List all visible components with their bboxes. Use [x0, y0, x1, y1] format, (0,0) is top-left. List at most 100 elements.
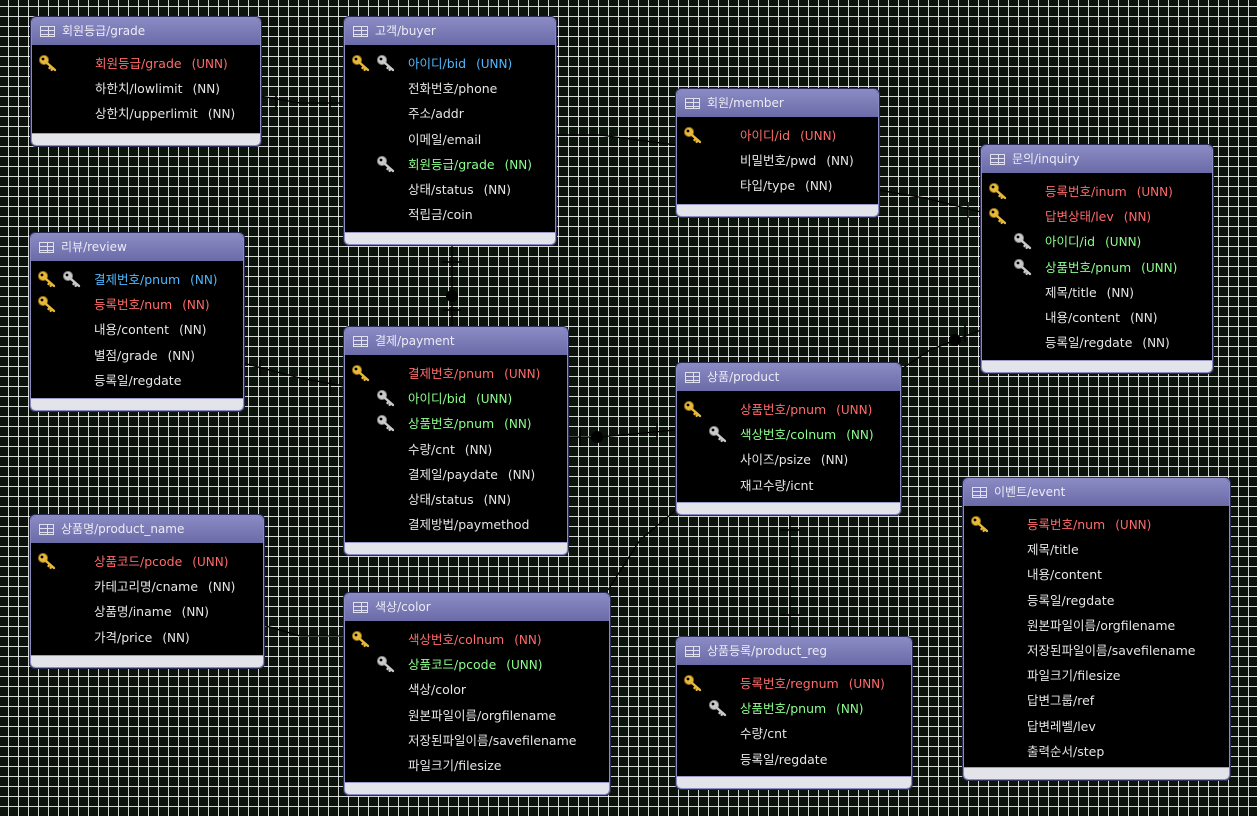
column-row[interactable]: 색상/color [345, 677, 609, 702]
column-name: 저장된파일이름/savefilename [1027, 642, 1196, 658]
key-indicators [988, 305, 1038, 330]
entity-color[interactable]: 색상/color 색상번호/colnum(NN)상품코드/pcode(UNN)색… [344, 593, 610, 795]
column-row[interactable]: 등록일/regdate [677, 747, 911, 772]
column-row[interactable]: 내용/content [964, 562, 1229, 587]
column-row[interactable]: 이메일/email [345, 127, 555, 152]
column-row[interactable]: 하한치/lowlimit(NN) [32, 76, 260, 101]
entity-inquiry[interactable]: 문의/inquiry 등록번호/inum(UNN)답변상태/lev(NN)아이디… [981, 145, 1213, 373]
table-icon [685, 646, 700, 657]
column-row[interactable]: 결제번호/pnum(NN) [31, 267, 243, 292]
column-row[interactable]: 사이즈/psize(NN) [677, 447, 900, 472]
column-row[interactable]: 결제번호/pnum(UNN) [345, 361, 567, 386]
column-row[interactable]: 수량/cnt(NN) [345, 437, 567, 462]
column-row[interactable]: 비밀번호/pwd(NN) [677, 148, 878, 173]
column-row[interactable]: 상품번호/pnum(UNN) [982, 255, 1212, 280]
column-row[interactable]: 상품번호/pnum(UNN) [677, 397, 900, 422]
column-row[interactable]: 등록번호/inum(UNN) [982, 179, 1212, 204]
column-row[interactable]: 등록번호/num(UNN) [964, 512, 1229, 537]
column-row[interactable]: 상태/status(NN) [345, 177, 555, 202]
column-row[interactable]: 내용/content(NN) [31, 317, 243, 342]
column-row[interactable]: 저장된파일이름/savefilename [964, 638, 1229, 663]
column-row[interactable]: 결제방법/paymethod [345, 512, 567, 537]
column-row[interactable]: 아이디/bid(UNN) [345, 51, 555, 76]
column-row[interactable]: 상품코드/pcode(UNN) [345, 652, 609, 677]
entity-payment-header[interactable]: 결제/payment [345, 328, 567, 355]
column-row[interactable]: 상태/status(NN) [345, 487, 567, 512]
column-row[interactable]: 저장된파일이름/savefilename [345, 728, 609, 753]
column-row[interactable]: 타입/type(NN) [677, 173, 878, 198]
column-row[interactable]: 별점/grade(NN) [31, 343, 243, 368]
column-name: 상품명/iname [94, 604, 172, 620]
key-indicators [37, 599, 87, 624]
column-text: 등록번호/num(NN) [94, 292, 210, 318]
entity-color-header[interactable]: 색상/color [345, 594, 609, 621]
column-row[interactable]: 적립금/coin [345, 202, 555, 227]
column-row[interactable]: 아이디/id(UNN) [982, 229, 1212, 254]
entity-buyer-header[interactable]: 고객/buyer [345, 18, 555, 45]
column-row[interactable]: 가격/price(NN) [31, 625, 263, 650]
column-row[interactable]: 색상번호/colnum(NN) [345, 627, 609, 652]
column-row[interactable]: 파일크기/filesize [345, 753, 609, 778]
entity-inquiry-header[interactable]: 문의/inquiry [982, 146, 1212, 173]
entity-product-reg-header[interactable]: 상품등록/product_reg [677, 638, 911, 665]
column-row[interactable]: 파일크기/filesize [964, 663, 1229, 688]
column-row[interactable]: 등록일/regdate(NN) [982, 330, 1212, 355]
column-row[interactable]: 등록일/regdate [964, 588, 1229, 613]
column-row[interactable]: 회원등급/grade(NN) [345, 152, 555, 177]
key-indicators [970, 739, 1020, 764]
column-row[interactable]: 상품명/iname(NN) [31, 599, 263, 624]
column-row[interactable]: 등록일/regdate [31, 368, 243, 393]
column-row[interactable]: 제목/title(NN) [982, 280, 1212, 305]
entity-review[interactable]: 리뷰/review 결제번호/pnum(NN)등록번호/num(NN)내용/co… [30, 233, 244, 411]
key-indicators [683, 123, 733, 148]
entity-member-header[interactable]: 회원/member [677, 90, 878, 117]
entity-product-reg[interactable]: 상품등록/product_reg 등록번호/regnum(UNN)상품번호/pn… [676, 637, 912, 789]
column-row[interactable]: 답변상태/lev(NN) [982, 204, 1212, 229]
key-indicators [37, 292, 87, 317]
column-row[interactable]: 전화번호/phone [345, 76, 555, 101]
column-row[interactable]: 제목/title [964, 537, 1229, 562]
column-row[interactable]: 상한치/upperlimit(NN) [32, 101, 260, 126]
entity-review-header[interactable]: 리뷰/review [31, 234, 243, 261]
entity-product-name-header[interactable]: 상품명/product_name [31, 516, 263, 543]
column-row[interactable]: 출력순서/step [964, 739, 1229, 764]
column-row[interactable]: 색상번호/colnum(NN) [677, 422, 900, 447]
column-constraint: (UNN) [1141, 260, 1178, 275]
column-row[interactable]: 주소/addr [345, 101, 555, 126]
column-row[interactable]: 상품번호/pnum(NN) [677, 696, 911, 721]
column-row[interactable]: 회원등급/grade(UNN) [32, 51, 260, 76]
column-row[interactable]: 재고수량/icnt [677, 473, 900, 498]
column-row[interactable]: 아이디/id(UNN) [677, 123, 878, 148]
column-row[interactable]: 답변그룹/ref [964, 688, 1229, 713]
gold-key-icon [37, 270, 56, 288]
column-row[interactable]: 결제일/paydate(NN) [345, 462, 567, 487]
column-name: 등록일/regdate [1045, 335, 1133, 351]
entity-grade-columns: 회원등급/grade(UNN)하한치/lowlimit(NN)상한치/upper… [32, 45, 260, 127]
entity-grade[interactable]: 회원등급/grade 회원등급/grade(UNN)하한치/lowlimit(N… [31, 17, 261, 146]
column-name: 결제번호/pnum [408, 366, 495, 381]
column-row[interactable]: 내용/content(NN) [982, 305, 1212, 330]
entity-member[interactable]: 회원/member 아이디/id(UNN)비밀번호/pwd(NN)타입/type… [676, 89, 879, 217]
column-row[interactable]: 상품코드/pcode(UNN) [31, 549, 263, 574]
key-indicators [351, 728, 401, 753]
column-text: 사이즈/psize(NN) [740, 447, 848, 473]
column-row[interactable]: 상품번호/pnum(NN) [345, 411, 567, 436]
column-row[interactable]: 답변레벨/lev [964, 714, 1229, 739]
column-row[interactable]: 등록번호/regnum(UNN) [677, 671, 911, 696]
column-row[interactable]: 수량/cnt [677, 721, 911, 746]
entity-payment[interactable]: 결제/payment 결제번호/pnum(UNN)아이디/bid(UNN)상품번… [344, 327, 568, 555]
entity-product[interactable]: 상품/product 상품번호/pnum(UNN)색상번호/colnum(NN)… [676, 363, 901, 515]
column-row[interactable]: 원본파일이름/orgfilename [345, 703, 609, 728]
entity-event-header[interactable]: 이벤트/event [964, 479, 1229, 506]
entity-grade-header[interactable]: 회원등급/grade [32, 18, 260, 45]
column-row[interactable]: 등록번호/num(NN) [31, 292, 243, 317]
column-row[interactable]: 아이디/bid(UNN) [345, 386, 567, 411]
key-indicators [988, 280, 1038, 305]
entity-product-name[interactable]: 상품명/product_name 상품코드/pcode(UNN)카테고리명/cn… [30, 515, 264, 668]
silver-key-icon [708, 700, 727, 717]
entity-product-header[interactable]: 상품/product [677, 364, 900, 391]
column-row[interactable]: 카테고리명/cname(NN) [31, 574, 263, 599]
column-row[interactable]: 원본파일이름/orgfilename [964, 613, 1229, 638]
